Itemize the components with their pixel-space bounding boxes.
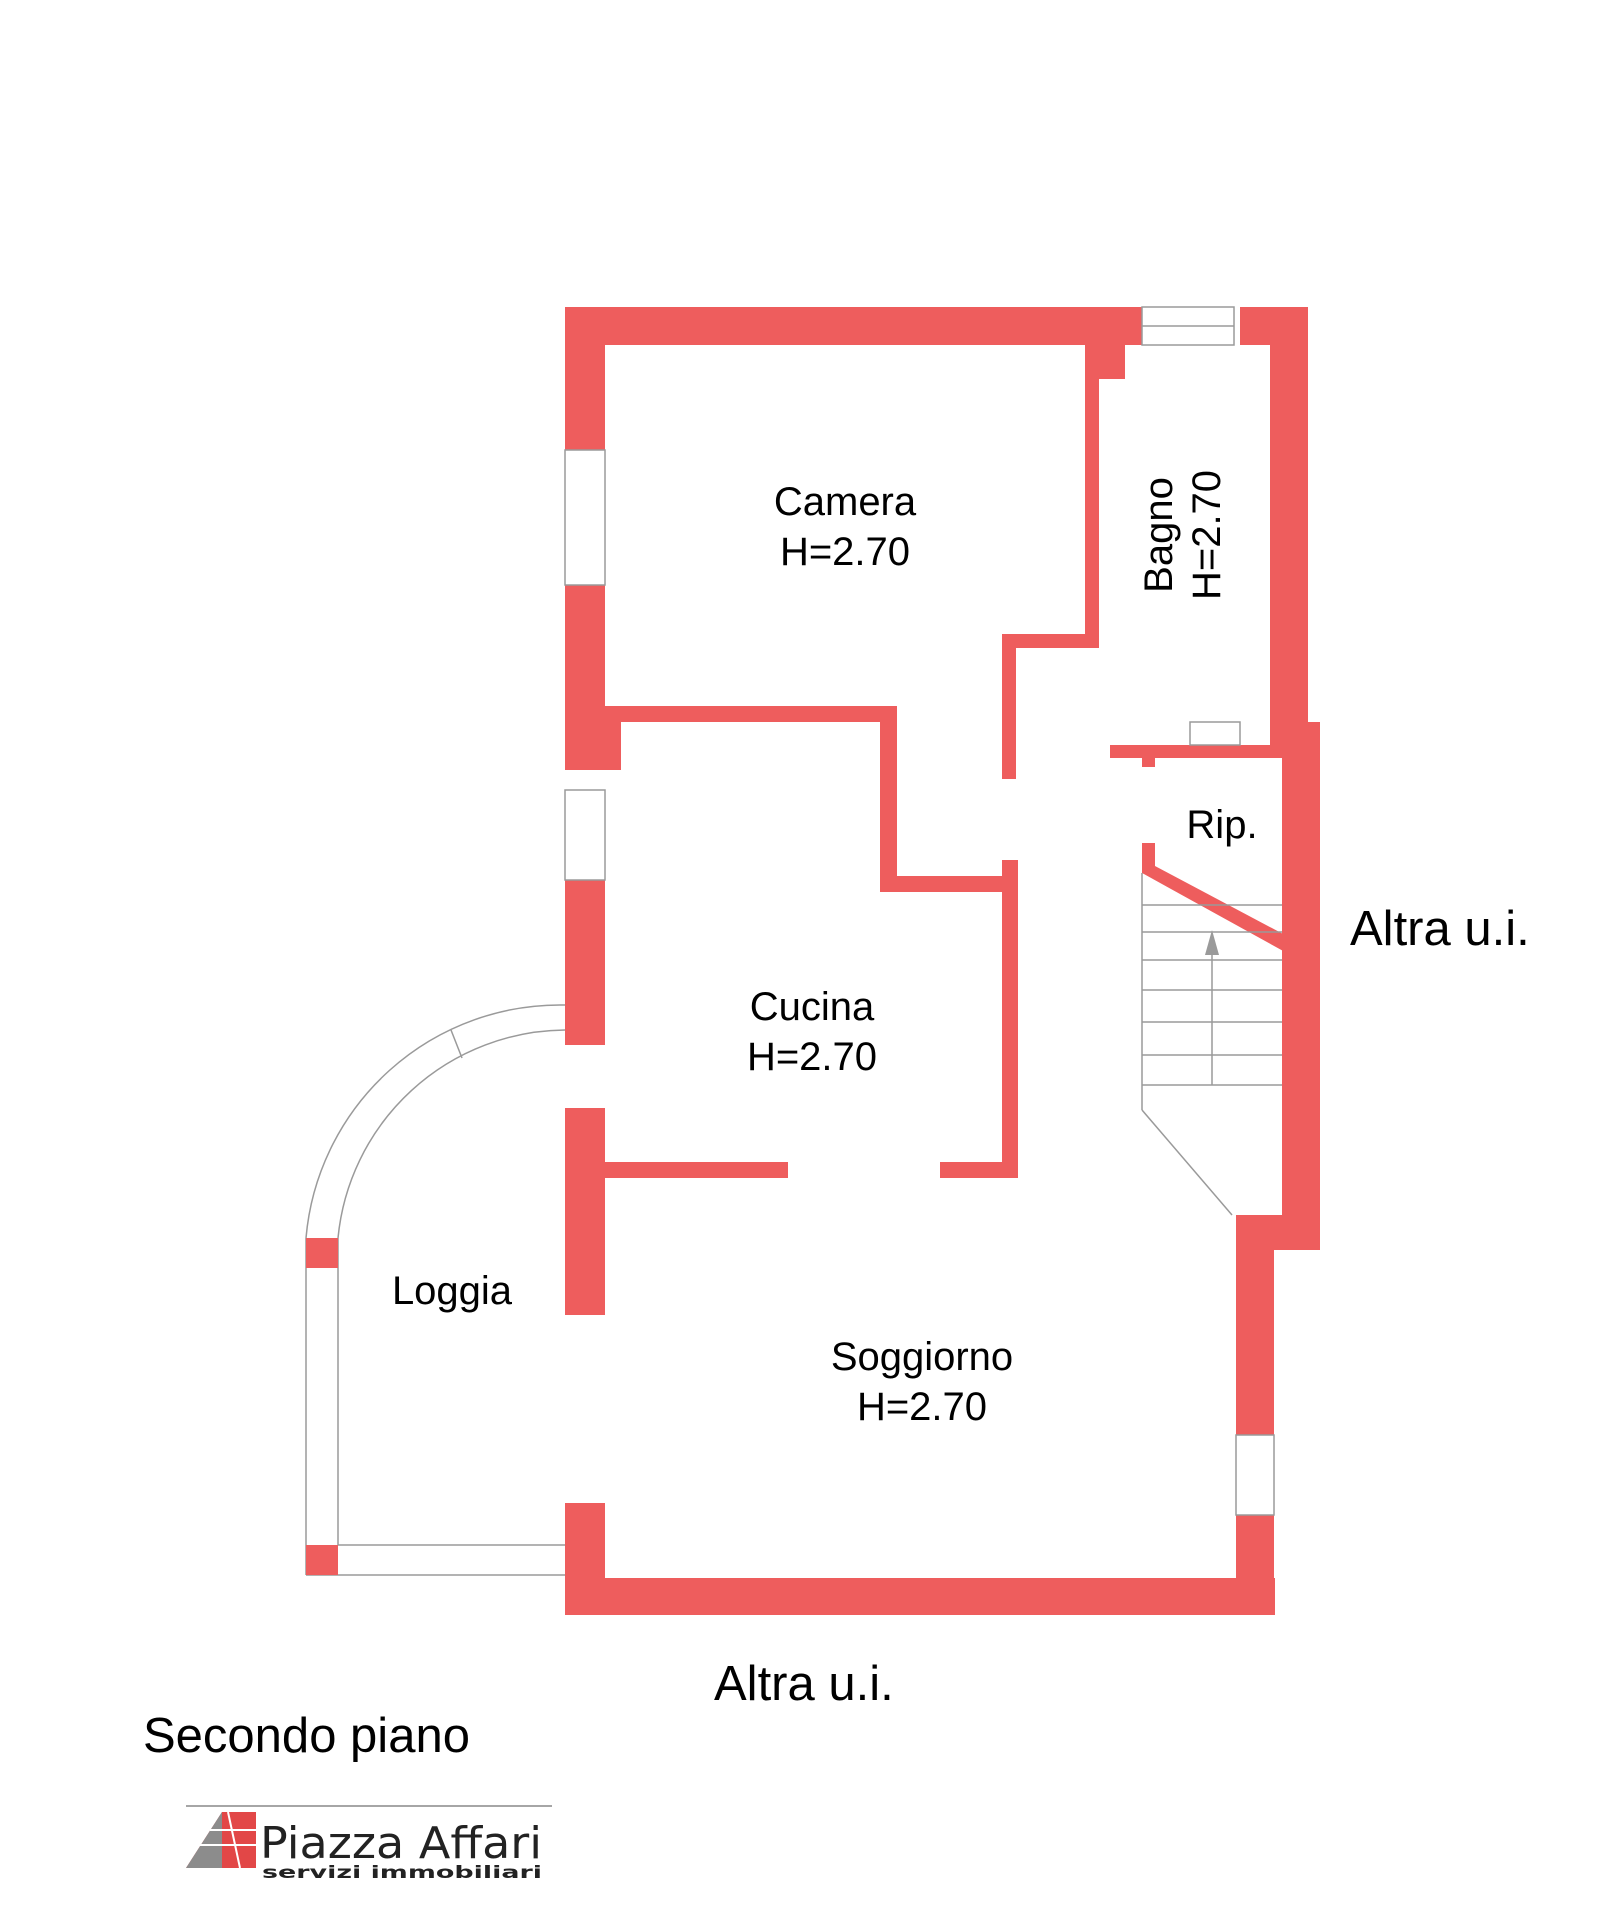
wall-left-kitchen [565, 880, 605, 1045]
wall-right-stair [1282, 722, 1320, 1250]
room-soggiorno-name: Soggiorno [831, 1335, 1013, 1379]
room-loggia-name: Loggia [392, 1269, 513, 1313]
neighbor-right-label: Altra u.i. [1350, 902, 1530, 956]
logo-name: Piazza Affari [260, 1818, 542, 1869]
wall-bottom [565, 1578, 1275, 1615]
wall-cucina-bottom-left [605, 1162, 788, 1178]
room-camera-height: H=2.70 [780, 530, 910, 574]
wall-top [565, 307, 1142, 345]
window-cucina [564, 789, 606, 881]
wall-left-loggia [565, 1108, 605, 1315]
wall-cucina-right [1002, 860, 1018, 1178]
stairs [1141, 873, 1282, 1216]
wall-right-soggiorno [1236, 1215, 1274, 1435]
loggia-inner-arc [337, 1029, 566, 1239]
neighbor-bottom-label: Altra u.i. [714, 1657, 894, 1711]
wall-right-bottom [1236, 1515, 1274, 1615]
wall-cucina-notch-h [880, 876, 1016, 892]
wall-bagno-step [1002, 634, 1099, 648]
company-logo: Piazza Affari servizi immobiliari [186, 1805, 552, 1883]
room-rip-name: Rip. [1186, 803, 1257, 847]
room-cucina-height: H=2.70 [747, 1035, 877, 1079]
loggia [305, 1004, 566, 1576]
wall-rip-diagonal [1142, 866, 1285, 952]
wall-cucina-bottom-right [940, 1162, 1018, 1178]
floor-label: Secondo piano [143, 1709, 470, 1763]
loggia-outer-arc [305, 1004, 566, 1239]
room-cucina-name: Cucina [750, 985, 875, 1029]
door-bagno [1189, 721, 1241, 746]
windows [564, 306, 1275, 1516]
loggia-pillar-top [306, 1238, 338, 1268]
wall-rip-top [1110, 745, 1320, 758]
wall-bagno-left [1085, 345, 1099, 637]
wall-camera-bottom [605, 706, 897, 722]
window-camera [564, 449, 606, 586]
room-bagno-height: H=2.70 [1185, 470, 1229, 600]
room-bagno-name: Bagno [1137, 477, 1181, 593]
room-labels: Camera H=2.70 Bagno H=2.70 Rip. Cucina H… [392, 470, 1258, 1429]
room-camera-name: Camera [774, 480, 917, 524]
wall-rip-left [1142, 745, 1155, 767]
room-soggiorno-height: H=2.70 [857, 1385, 987, 1429]
wall-left-upper [565, 307, 605, 450]
wall-corridor-left-top [1002, 634, 1016, 779]
wall-rip-left-low [1142, 843, 1155, 873]
stair-arrow-head [1205, 930, 1219, 955]
loggia-pillar-bottom [306, 1545, 338, 1575]
wall-right-bagno [1270, 307, 1308, 745]
walls [565, 307, 1320, 1615]
wall-cucina-notch-v [880, 706, 897, 886]
logo-mark-icon [186, 1811, 256, 1869]
logo-tagline: servizi immobiliari [262, 1863, 542, 1883]
window-soggiorno-right [1235, 1434, 1275, 1516]
wall-camera-corner [565, 706, 621, 770]
